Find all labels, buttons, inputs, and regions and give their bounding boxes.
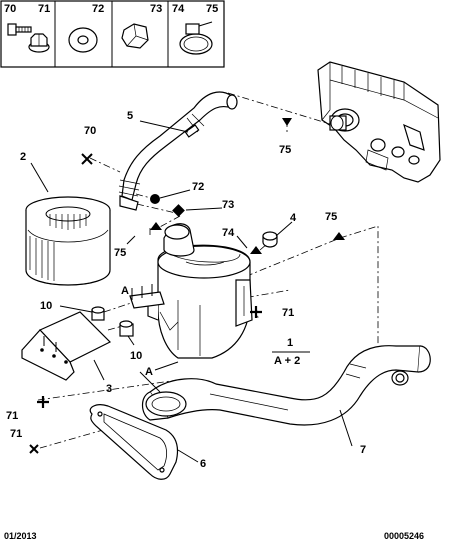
header-ref-72: 72 — [92, 3, 104, 15]
header-ref-75: 75 — [206, 3, 218, 15]
cross-marker-71-gasket — [29, 444, 39, 454]
label-75-right: 75 — [325, 211, 337, 223]
part-5-upper-air-hose — [118, 91, 238, 211]
label-6: 6 — [200, 458, 206, 470]
assembly-symbols — [29, 118, 345, 454]
part-3-mounting-bracket — [21, 311, 112, 381]
label-4: 4 — [290, 212, 297, 224]
label-3: 3 — [106, 383, 112, 395]
triangle-marker-75-left — [150, 222, 162, 230]
label-1: 1 — [287, 337, 293, 349]
washer-icon — [68, 27, 98, 53]
part-10-rubber-mount-upper — [91, 306, 105, 321]
screw-icon — [7, 23, 32, 36]
plus-marker-71-bracket — [37, 396, 49, 408]
header-ref-74: 74 — [172, 3, 185, 15]
flange-nut-icon — [28, 33, 50, 53]
part-10-rubber-mount-lower — [119, 320, 134, 337]
label-70: 70 — [84, 125, 96, 137]
label-75-top: 75 — [279, 144, 291, 156]
label-2: 2 — [20, 151, 26, 163]
triangle-marker-75-top — [282, 118, 292, 126]
label-A-lower: A — [145, 366, 153, 378]
fastener-header-strip: 70 71 72 73 74 75 — [0, 0, 225, 68]
label-5: 5 — [127, 110, 133, 122]
triangle-marker-75-right — [333, 232, 345, 240]
label-A-upper: A — [121, 285, 129, 297]
hex-nut-icon — [121, 23, 149, 49]
footer-date: 01/2013 — [4, 531, 37, 541]
label-10-lower: 10 — [130, 350, 142, 362]
part-7-lower-intake-duct — [141, 345, 431, 426]
triangle-marker-74 — [250, 246, 262, 254]
leader-lines — [30, 120, 353, 463]
part-2-air-filter-element — [25, 196, 111, 286]
cross-marker-70 — [81, 153, 93, 165]
callout-labels: 5 70 2 75 72 73 4 75 74 75 A 10 71 1 A +… — [6, 110, 366, 470]
engine-intake-manifold — [317, 61, 441, 183]
header-ref-71: 71 — [38, 3, 50, 15]
label-10-upper: 10 — [40, 300, 52, 312]
part-1-air-filter-housing — [129, 223, 253, 359]
part-6-gasket-flange — [89, 404, 179, 480]
header-ref-73: 73 — [150, 3, 162, 15]
label-71-gasket: 71 — [10, 428, 22, 440]
label-71-housing: 71 — [282, 307, 294, 319]
label-75-left: 75 — [114, 247, 126, 259]
label-1-formula: A + 2 — [274, 355, 300, 367]
washer-marker-72 — [150, 194, 160, 204]
label-74: 74 — [222, 227, 235, 239]
label-7: 7 — [360, 444, 366, 456]
hose-clamp-icon — [179, 21, 213, 55]
label-72: 72 — [192, 181, 204, 193]
plus-marker-71-housing — [250, 306, 262, 318]
label-71-bracket: 71 — [6, 410, 18, 422]
part-4-rubber-grommet — [262, 231, 278, 248]
nut-marker-73 — [172, 204, 185, 217]
footer-code: 00005246 — [384, 531, 424, 541]
header-ref-70: 70 — [4, 3, 16, 15]
label-73: 73 — [222, 199, 234, 211]
footer: 01/2013 00005246 — [4, 531, 424, 541]
